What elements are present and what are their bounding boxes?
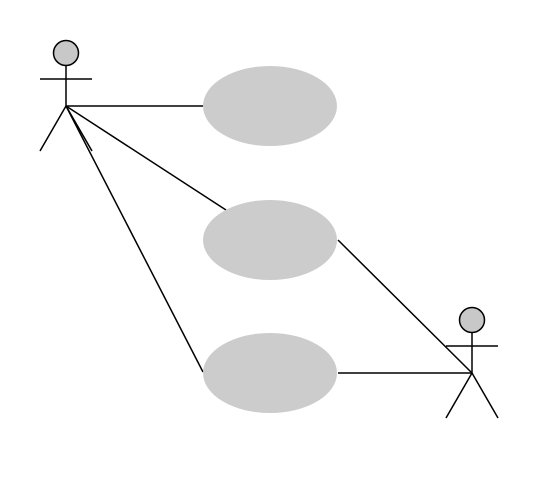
association-right-actor-to-use-case-2 (337, 239, 473, 374)
actor-right-leg-left (445, 372, 473, 419)
actor-right-head (458, 306, 486, 334)
use-case-3-ellipse[interactable] (203, 333, 337, 413)
use-case-2-ellipse[interactable] (203, 200, 337, 280)
use-case-3[interactable] (203, 333, 337, 413)
use-case-1[interactable] (203, 66, 337, 146)
actor-left-head (52, 39, 80, 67)
actor-left[interactable] (39, 39, 93, 152)
actor-left-leg-right (65, 105, 93, 152)
use-case-2[interactable] (203, 200, 337, 280)
use-case-1-ellipse[interactable] (203, 66, 337, 146)
associations (65, 105, 473, 374)
actor-right[interactable] (445, 306, 499, 419)
association-left-actor-to-use-case-2 (65, 105, 227, 211)
actor-left-leg-left (39, 105, 67, 152)
actor-right-leg-right (471, 372, 499, 419)
association-left-actor-to-use-case-3 (65, 105, 204, 373)
